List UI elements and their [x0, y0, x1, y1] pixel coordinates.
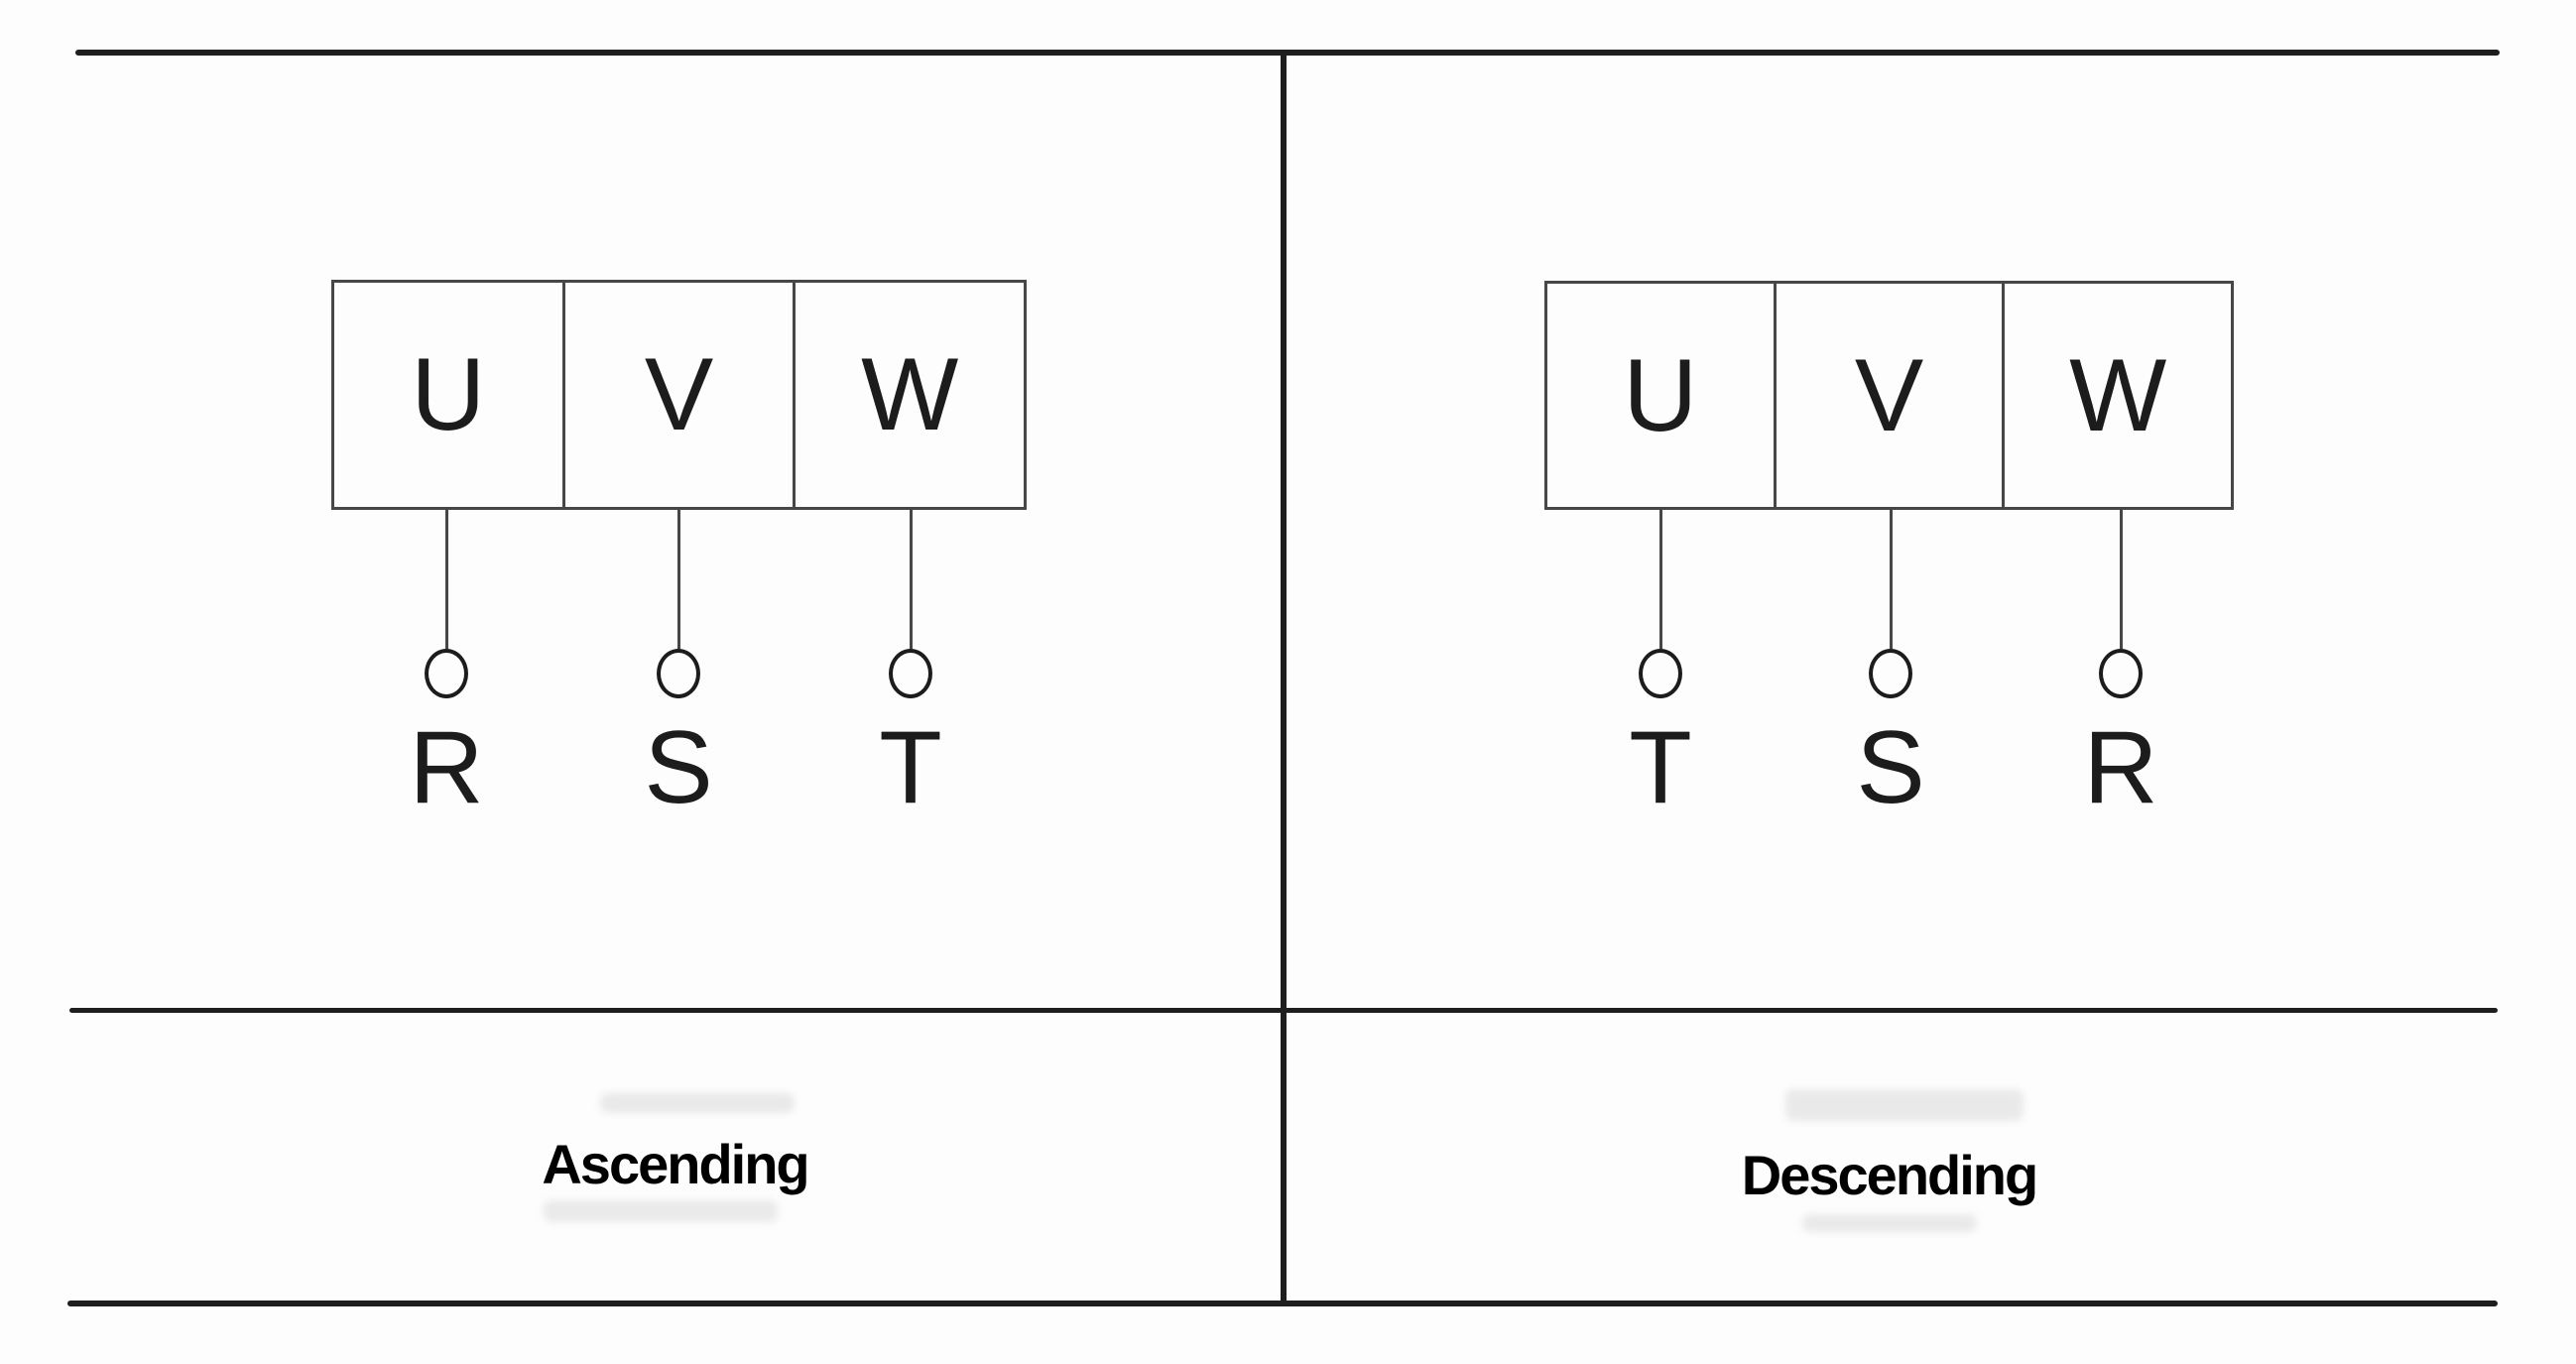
- wire: [1659, 510, 1662, 649]
- terminal-cell: U: [1547, 284, 1774, 507]
- terminal-cell: V: [561, 283, 794, 507]
- terminal-node-circle: [1869, 649, 1912, 698]
- terminal-label: U: [411, 337, 486, 452]
- terminal-node-circle: [1639, 649, 1682, 698]
- wire: [445, 510, 448, 649]
- ghost-text-smudge: [600, 1093, 795, 1113]
- terminal-cell: V: [1773, 284, 2003, 507]
- terminal-cell: W: [2002, 284, 2231, 507]
- terminal-label: V: [644, 337, 714, 452]
- terminal-label: V: [1854, 337, 1924, 453]
- wire: [2120, 510, 2123, 649]
- terminal-label: U: [1623, 337, 1698, 453]
- wire: [910, 510, 913, 649]
- terminal-node-circle: [889, 649, 932, 698]
- terminal-node-circle: [657, 649, 700, 698]
- terminal-label: W: [861, 337, 959, 452]
- terminal-node-circle: [2099, 649, 2143, 698]
- ghost-text-smudge: [1802, 1214, 1977, 1232]
- phase-label: S: [1856, 710, 1925, 825]
- terminal-label: W: [2069, 337, 2167, 453]
- terminal-node-circle: [425, 649, 468, 698]
- wire: [1890, 510, 1893, 649]
- terminal-cell: U: [334, 283, 562, 507]
- ghost-text-smudge: [1785, 1089, 2024, 1121]
- terminal-block: U V W: [331, 280, 1027, 510]
- center-divider-line: [1281, 50, 1287, 1306]
- terminal-cell: W: [793, 283, 1024, 507]
- phase-label: S: [644, 710, 713, 825]
- ghost-text-smudge: [544, 1200, 778, 1222]
- phase-label: T: [879, 710, 942, 825]
- phase-label: R: [409, 710, 484, 825]
- phase-label: T: [1629, 710, 1692, 825]
- terminal-block: U V W: [1544, 281, 2234, 510]
- phase-label: R: [2083, 710, 2158, 825]
- panel-label: Descending: [1741, 1144, 2038, 1206]
- wire: [677, 510, 680, 649]
- panel-label: Ascending: [542, 1133, 809, 1195]
- frame-top-line: [75, 50, 2500, 56]
